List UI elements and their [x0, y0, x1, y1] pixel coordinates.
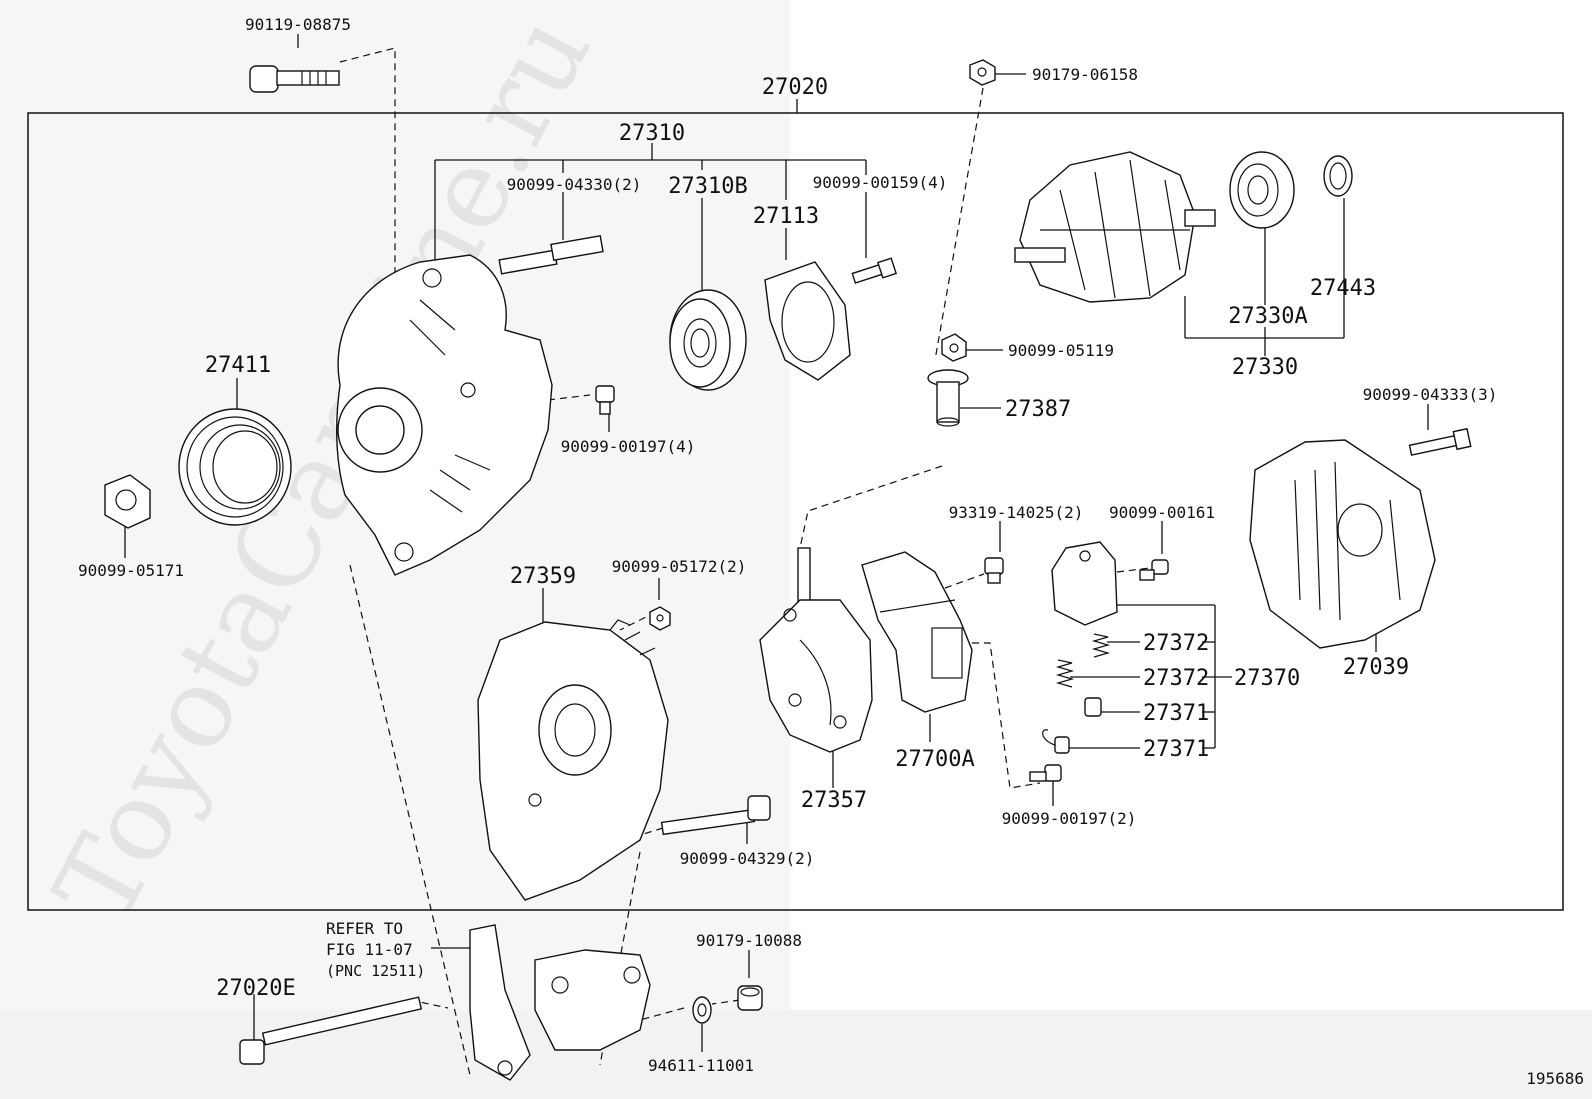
- screw-00161: [1139, 559, 1169, 581]
- figure-id: 195686: [1526, 1069, 1584, 1088]
- mounting-bracket: [469, 924, 651, 1081]
- label-27020: 27020: [762, 75, 828, 100]
- label-27330: 27330: [1232, 355, 1298, 380]
- label-90099-04333: 90099-04333(3): [1363, 385, 1498, 404]
- rear-end-cover: [1249, 439, 1436, 649]
- label-93319-14025: 93319-14025(2): [949, 503, 1084, 522]
- refer-note-line2: FIG 11-07: [326, 940, 413, 959]
- label-27359: 27359: [510, 564, 576, 589]
- brush-spring-1: [1091, 633, 1111, 658]
- pulley-nut: [104, 474, 151, 529]
- brush-2: [1042, 729, 1070, 754]
- washer-94611: [692, 996, 712, 1024]
- refer-note-line1: REFER TO: [326, 919, 403, 938]
- label-27330A: 27330A: [1228, 304, 1307, 329]
- label-27372-b: 27372: [1143, 666, 1209, 691]
- label-90099-04329: 90099-04329(2): [680, 849, 815, 868]
- bearing-cover-ring: [1323, 155, 1353, 197]
- label-27310: 27310: [619, 121, 685, 146]
- label-90099-04330: 90099-04330(2): [507, 175, 642, 194]
- brush-1: [1084, 697, 1102, 717]
- label-27443: 27443: [1310, 276, 1376, 301]
- rotor: [1014, 151, 1216, 303]
- background-bottom-strip: [0, 1010, 1592, 1099]
- label-27113: 27113: [753, 204, 819, 229]
- screw-00197-4: [595, 385, 615, 415]
- label-27370: 27370: [1234, 666, 1300, 691]
- label-27372-a: 27372: [1143, 631, 1209, 656]
- rectifier-end-frame: [477, 619, 669, 901]
- rear-bearing: [1229, 151, 1295, 229]
- assembly-frame: [27, 112, 1564, 911]
- label-90099-05171: 90099-05171: [78, 561, 184, 580]
- brush-spring-2: [1055, 659, 1075, 688]
- label-27357: 27357: [801, 788, 867, 813]
- label-27310B: 27310B: [668, 174, 747, 199]
- label-94611-11001: 94611-11001: [648, 1056, 754, 1075]
- brush-holder: [861, 551, 973, 713]
- background-right-panel: [790, 0, 1592, 1010]
- label-27020E: 27020E: [216, 976, 295, 1001]
- bolt-04333: [1408, 427, 1472, 456]
- label-27700A: 27700A: [895, 747, 974, 772]
- label-90099-00159: 90099-00159(4): [813, 173, 948, 192]
- label-90099-05119: 90099-05119: [1008, 341, 1114, 360]
- label-27039: 27039: [1343, 655, 1409, 680]
- nut-05119: [941, 333, 967, 362]
- label-90099-05172: 90099-05172(2): [612, 557, 747, 576]
- nut-05172: [649, 606, 671, 631]
- rectifier-holder: [759, 547, 873, 753]
- label-90099-00197-4: 90099-00197(4): [561, 437, 696, 456]
- label-27411: 27411: [205, 353, 271, 378]
- pulley: [178, 408, 292, 526]
- through-bolt-04329: [660, 795, 771, 836]
- bearing-retainer: [764, 261, 851, 381]
- label-27371-b: 27371: [1143, 737, 1209, 762]
- stud-bolt: [498, 234, 604, 275]
- label-90179-06158: 90179-06158: [1032, 65, 1138, 84]
- label-27387: 27387: [1005, 397, 1071, 422]
- screw-14025: [984, 557, 1004, 584]
- bearing-27310B: [669, 289, 747, 391]
- label-90099-00161: 90099-00161: [1109, 503, 1215, 522]
- nut-10088: [737, 985, 763, 1011]
- voltage-regulator: [1051, 541, 1118, 626]
- terminal-nut-06158: [969, 59, 996, 86]
- refer-note-line3: (PNC 12511): [326, 962, 425, 980]
- label-90179-10088: 90179-10088: [696, 931, 802, 950]
- label-90099-00197-2: 90099-00197(2): [1002, 809, 1137, 828]
- alternator-bolt: [239, 996, 423, 1065]
- screw-00159: [851, 257, 898, 284]
- terminal-insulator: [927, 369, 969, 427]
- label-27371-a: 27371: [1143, 701, 1209, 726]
- screw-00197-2: [1029, 764, 1062, 782]
- drive-end-frame: [336, 254, 553, 576]
- label-90119-08875: 90119-08875: [245, 15, 351, 34]
- bolt-90119-08875: [249, 65, 340, 93]
